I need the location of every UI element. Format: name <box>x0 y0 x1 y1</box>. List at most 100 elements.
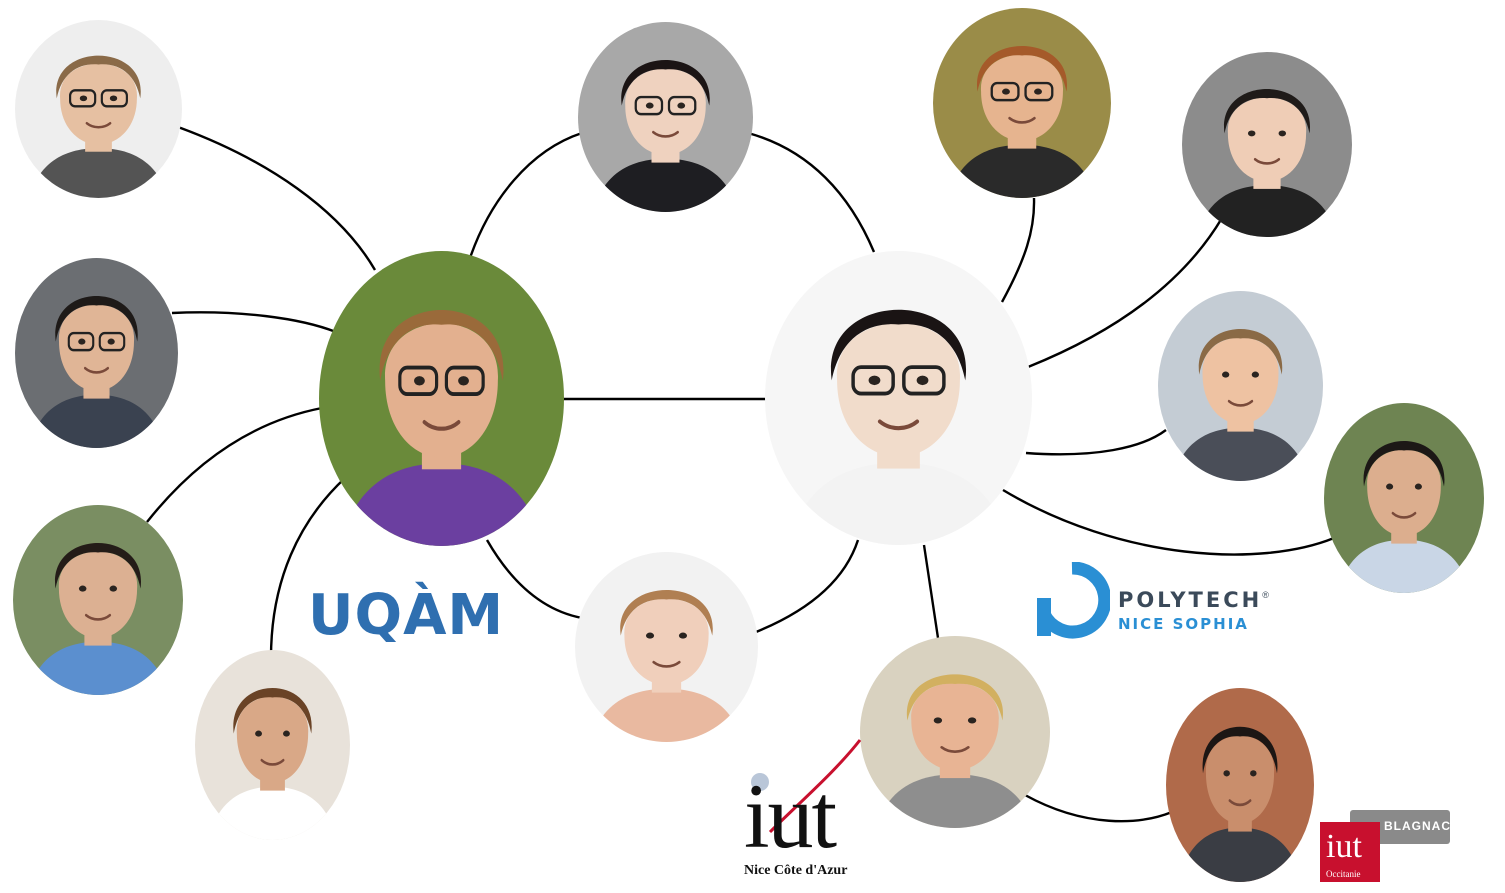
portrait-shoulders <box>29 148 168 198</box>
link-top-left-hub-left <box>177 125 377 271</box>
iut-nice-swoosh-icon <box>751 739 862 834</box>
person-bottom-right-2 <box>1166 688 1314 882</box>
person-far-right <box>1324 403 1484 593</box>
portrait-mouth <box>940 746 970 754</box>
blagnac-iut-box: iut Occitanie <box>1320 822 1380 882</box>
polytech-name: POLYTECH <box>1118 588 1263 612</box>
portrait-eye-right <box>283 730 290 737</box>
portrait-hair <box>56 55 141 99</box>
portrait-mouth <box>1008 116 1036 124</box>
portrait-eye-left <box>1247 130 1256 137</box>
portrait-eye-left <box>78 338 86 345</box>
link-hub-right-bottom-right-1 <box>922 544 940 639</box>
portrait <box>1182 52 1352 237</box>
portrait <box>1166 688 1314 882</box>
link-hub-left-bottom-center <box>485 539 583 620</box>
link-hub-right-top-right-2 <box>1027 217 1224 369</box>
portrait-eye-left <box>78 585 87 592</box>
person-lower-left <box>13 505 183 695</box>
person-bottom-right-1 <box>860 636 1050 828</box>
portrait <box>578 22 753 212</box>
portrait-eye-right <box>1414 483 1422 490</box>
portrait-shoulders <box>876 774 1034 828</box>
portrait-eye-right <box>107 338 115 345</box>
iut-blagnac-logo: BLAGNAC iut Occitanie <box>1320 810 1450 882</box>
portrait-hair <box>621 60 710 106</box>
person-hub-right <box>765 251 1032 545</box>
portrait <box>860 636 1050 828</box>
polytech-subtitle: NICE SOPHIA <box>1118 615 1249 633</box>
portrait-glasses-left <box>990 81 1020 102</box>
person-top-right-1 <box>933 8 1111 198</box>
portrait-face <box>385 323 498 458</box>
person-top-left <box>15 20 182 198</box>
portrait <box>195 650 350 840</box>
portrait-hair <box>233 688 312 734</box>
portrait-hair <box>906 674 1004 721</box>
portrait-glasses-left <box>634 95 664 116</box>
link-bottom-center-hub-right <box>755 539 860 634</box>
portrait <box>15 258 178 448</box>
portrait-glasses-left <box>851 365 895 396</box>
portrait-glasses-right <box>667 95 697 116</box>
person-mid-left <box>15 258 178 448</box>
portrait-face <box>1227 97 1307 182</box>
portrait-face <box>1202 337 1279 424</box>
portrait-mouth <box>85 121 112 129</box>
portrait-shoulders <box>1172 427 1309 481</box>
link-lower-left-hub-left <box>146 406 323 523</box>
portrait-mouth <box>83 366 110 374</box>
portrait-eye-left <box>933 717 943 724</box>
portrait-eye-left <box>255 730 262 737</box>
link-hub-right-top-right-1 <box>1000 197 1036 303</box>
portrait <box>765 251 1032 545</box>
portrait-glasses-right <box>444 365 485 396</box>
portrait <box>933 8 1111 198</box>
portrait-eye-right <box>677 102 686 109</box>
portrait-shoulders <box>948 144 1096 198</box>
portrait-shoulders <box>1338 539 1470 593</box>
iut-nice-word: iut <box>744 765 837 867</box>
portrait-shoulders <box>340 463 543 546</box>
portrait-hair <box>379 310 504 381</box>
portrait-eye-left <box>79 95 88 102</box>
polytech-logo: POLYTECH® NICE SOPHIA <box>1034 562 1294 642</box>
link-mid-left-hub-left <box>171 311 337 334</box>
portrait-shoulders <box>1179 827 1301 882</box>
portrait-shoulders <box>1197 185 1337 237</box>
portrait-face <box>836 323 961 457</box>
link-bottom-right-1-bottom-right-2 <box>1024 793 1173 823</box>
portrait-glasses-right <box>902 365 946 396</box>
portrait-eye-left <box>414 376 425 386</box>
portrait-shoulders <box>591 688 742 742</box>
iut-nice-logo: iut Nice Côte d'Azur <box>740 732 870 882</box>
portrait-face <box>236 696 309 783</box>
uqam-logo: UQÀM <box>308 588 504 644</box>
portrait-eye-right <box>678 632 687 639</box>
link-hub-left-top-center <box>468 131 583 259</box>
portrait-mouth <box>1227 399 1254 407</box>
portrait-hair <box>1202 726 1278 774</box>
person-top-right-2 <box>1182 52 1352 237</box>
portrait-face <box>58 304 135 391</box>
polytech-ring-icon <box>1037 562 1110 639</box>
portrait-shoulders <box>28 641 168 695</box>
portrait-hair <box>620 590 713 636</box>
link-bottom-left-hub-left <box>269 477 346 663</box>
portrait <box>575 552 758 742</box>
portrait-eye-right <box>967 717 977 724</box>
portrait-mouth <box>422 420 461 431</box>
portrait-eye-left <box>1223 770 1230 777</box>
portrait <box>1324 403 1484 593</box>
person-bottom-center <box>575 552 758 742</box>
portrait-mouth <box>877 419 920 431</box>
portrait-face <box>58 551 138 638</box>
polytech-registered-mark: ® <box>1262 590 1269 600</box>
portrait-hair <box>830 309 967 381</box>
link-hub-right-far-right <box>1002 488 1335 556</box>
portrait-face <box>625 68 706 155</box>
portrait-eye-left <box>645 102 654 109</box>
portrait-mouth <box>1228 799 1252 807</box>
link-top-center-hub-right <box>747 131 876 253</box>
